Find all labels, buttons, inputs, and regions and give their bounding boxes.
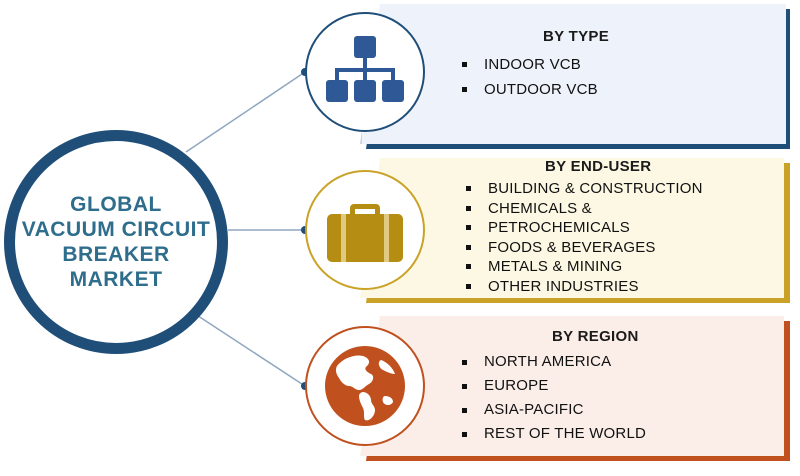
segment-title: BY END-USER [545, 158, 652, 175]
hub-title-line: GLOBAL [70, 193, 162, 216]
list-item: EUROPE [462, 374, 646, 398]
segment-panel-type: BY TYPE INDOOR VCB OUTDOOR VCB [360, 4, 790, 149]
connector-type [185, 71, 306, 153]
segment-title: BY TYPE [543, 28, 610, 45]
hierarchy-icon [326, 36, 404, 102]
segment-item-list: BUILDING & CONSTRUCTION CHEMICALS & PETR… [466, 179, 703, 296]
hub-title-line: BREAKER [62, 243, 170, 266]
panel-face [360, 316, 784, 456]
globe-icon [325, 346, 405, 426]
icon-circle-region [305, 326, 425, 446]
hub-title-line: VACUUM CIRCUIT [21, 218, 211, 241]
segment-panel-region: BY REGION NORTH AMERICA EUROPE ASIA-PACI… [360, 316, 790, 461]
list-item: OTHER INDUSTRIES [466, 277, 703, 297]
list-item: OUTDOOR VCB [462, 77, 598, 102]
list-item: CHEMICALS & [466, 199, 703, 219]
panel-face [360, 158, 784, 298]
list-item: NORTH AMERICA [462, 350, 646, 374]
briefcase-icon [327, 204, 403, 262]
segment-item-list: NORTH AMERICA EUROPE ASIA-PACIFIC REST O… [462, 350, 646, 446]
icon-circle-end-user [305, 170, 425, 290]
list-item: PETROCHEMICALS [466, 218, 703, 238]
hub-title-line: MARKET [69, 268, 163, 291]
icon-circle-type [305, 12, 425, 132]
segment-title: BY REGION [552, 328, 639, 345]
list-item: METALS & MINING [466, 257, 703, 277]
list-item: INDOOR VCB [462, 52, 598, 77]
segment-panel-end-user: BY END-USER BUILDING & CONSTRUCTION CHEM… [360, 158, 790, 303]
list-item: FOODS & BEVERAGES [466, 238, 703, 258]
market-hub-circle: GLOBAL VACUUM CIRCUIT BREAKER MARKET [4, 130, 228, 354]
panel-face [360, 4, 786, 144]
segment-item-list: INDOOR VCB OUTDOOR VCB [462, 52, 598, 102]
list-item: REST OF THE WORLD [462, 422, 646, 446]
connector-region [185, 307, 306, 387]
list-item: BUILDING & CONSTRUCTION [466, 179, 703, 199]
list-item: ASIA-PACIFIC [462, 398, 646, 422]
